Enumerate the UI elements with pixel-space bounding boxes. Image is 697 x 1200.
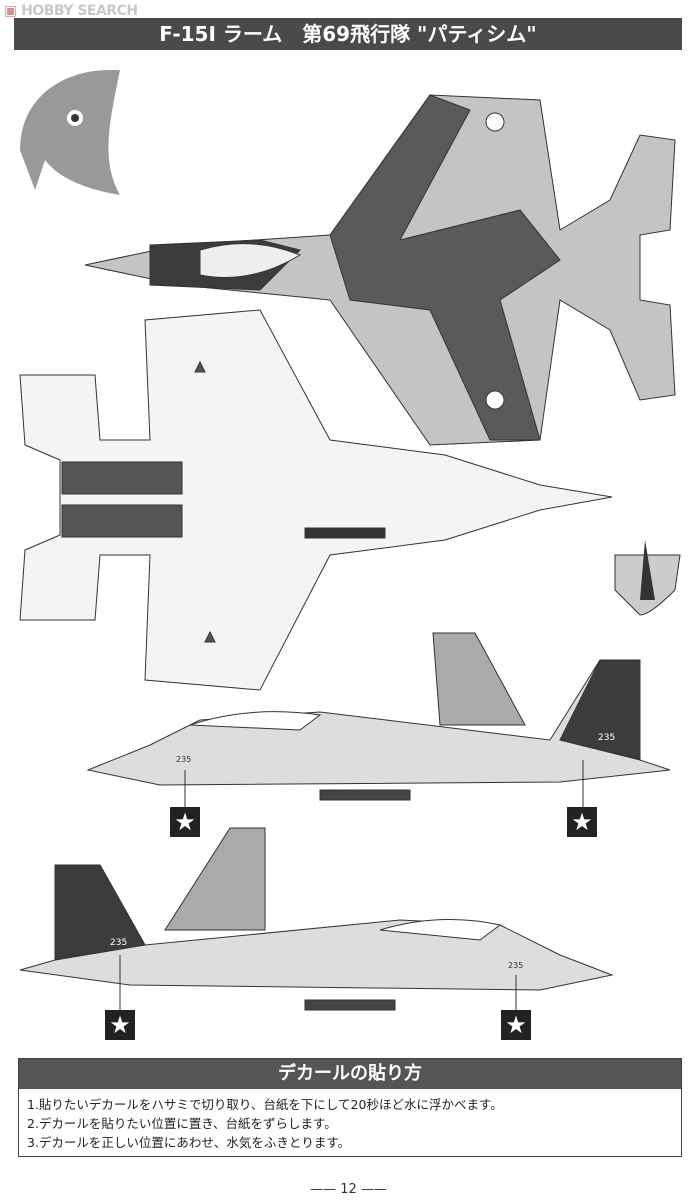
tail-number-label: 235 [508, 961, 523, 970]
instruction-step: 3.デカールを正しい位置にあわせ、水気をふきとります。 [27, 1135, 351, 1150]
star-decal-callout: ★ [501, 1010, 531, 1040]
side-view-right-aircraft: 235 235 [86, 632, 671, 808]
decal-instructions-box: デカールの貼り方 1.貼りたいデカールをハサミで切り取り、台紙を下にして20秒ほ… [18, 1058, 682, 1157]
bottom-view-aircraft [19, 309, 613, 691]
page-title: F-15I ラーム 第69飛行隊 "パティシム" [14, 18, 682, 50]
instructions-heading: デカールの貼り方 [19, 1059, 681, 1089]
top-view-aircraft [84, 94, 676, 446]
instruction-step: 1.貼りたいデカールをハサミで切り取り、台紙を下にして20秒ほど水に浮かべます。 [27, 1097, 503, 1112]
watermark: ▣ HOBBY SEARCH [4, 3, 138, 19]
watermark-text: HOBBY SEARCH [21, 3, 138, 19]
tail-number-label: 235 [176, 755, 191, 764]
tail-number-label: 235 [598, 733, 615, 743]
star-decal-callout: ★ [567, 807, 597, 837]
tail-number-label: 235 [110, 938, 127, 948]
eagle-emblem [20, 70, 120, 195]
star-decal-callout: ★ [170, 807, 200, 837]
page-number-value: 12 [340, 1182, 357, 1197]
star-decal-callout: ★ [105, 1010, 135, 1040]
page-number: —— 12 —— [310, 1182, 387, 1197]
aircraft-diagrams: 235 235 235 235 [19, 70, 681, 1011]
squadron-badge [614, 540, 681, 616]
side-view-left-aircraft: 235 235 [19, 827, 614, 1011]
instruction-step: 2.デカールを貼りたい位置に置き、台紙をずらします。 [27, 1116, 337, 1131]
